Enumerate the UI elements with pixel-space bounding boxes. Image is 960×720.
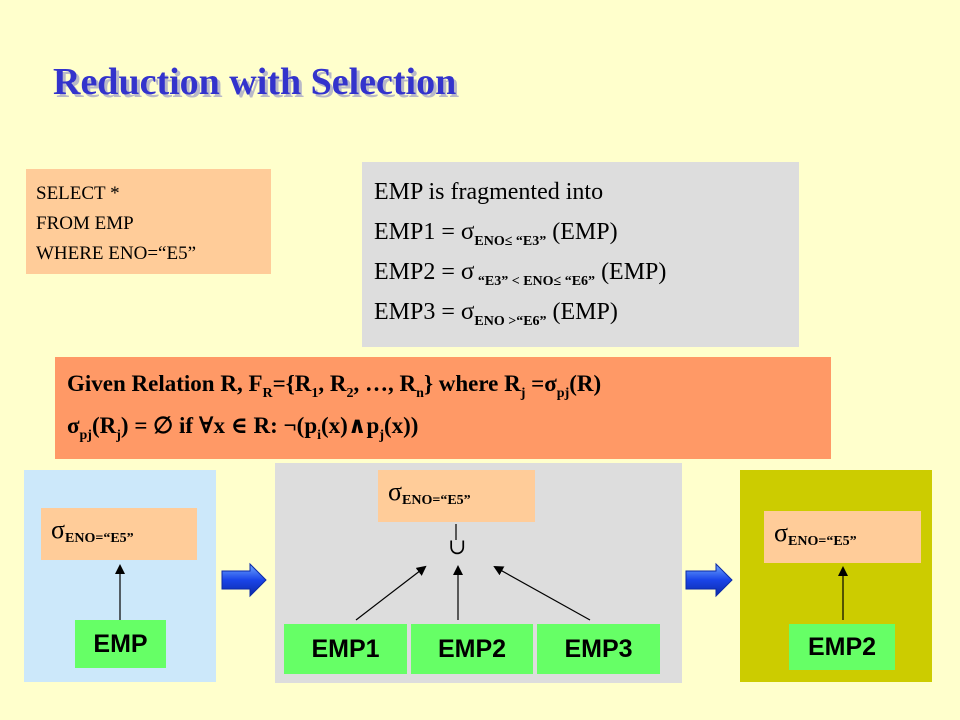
fragment-predicate: ENO≤ “E3” <box>474 234 547 249</box>
fragment-predicate: ENO >“E6” <box>474 314 547 329</box>
edge-arrow <box>355 565 427 621</box>
selection-predicate: ENO=“E5” <box>402 493 471 508</box>
sql-query-box: SELECT * FROM EMP WHERE ENO=“E5” <box>26 169 271 274</box>
given-line-1: Given Relation R, FR={R1, R2, …, Rn} whe… <box>67 363 831 405</box>
text: } where R <box>423 371 521 396</box>
relation-emp2-reduced: EMP2 <box>789 624 895 670</box>
text: = <box>525 371 545 396</box>
relation-emp3: EMP3 <box>537 624 660 674</box>
given-line-2: σpj(Rj) = ∅ if ∀x ∈ R: ¬(pi(x)∧pj(x)) <box>67 405 831 447</box>
sigma-symbol: σ <box>51 515 66 544</box>
sigma-symbol: σ <box>460 258 475 285</box>
subscript: n <box>416 386 424 401</box>
selection-node: σENO=“E5” <box>41 508 197 560</box>
text: ) = ∅ if ∀x ∈ R: ¬(p <box>120 413 318 438</box>
fragment-name: EMP2 = <box>374 259 461 285</box>
relation-emp: EMP <box>75 620 166 668</box>
sigma-symbol: σ <box>460 298 475 325</box>
sigma-symbol: σ <box>544 371 557 396</box>
fragmentation-box: EMP is fragmented into EMP1 = σENO≤ “E3”… <box>362 162 799 347</box>
sql-line-from: FROM EMP <box>36 213 134 234</box>
relation-emp2: EMP2 <box>411 624 533 674</box>
subscript: pj <box>79 428 92 443</box>
sigma-symbol: σ <box>460 218 475 245</box>
subscript: R <box>262 386 273 401</box>
subscript: i <box>317 428 322 443</box>
fragment-emp2: EMP2 = σ “E3” < ENO≤ “E6” (EMP) <box>374 252 799 292</box>
edge-arrow <box>493 566 591 621</box>
fragment-relation: (EMP) <box>546 299 618 325</box>
subscript: j <box>379 428 384 443</box>
subscript: j <box>116 428 121 443</box>
text: (x)) <box>383 413 419 438</box>
union-symbol: ∪ <box>448 534 467 559</box>
page-title: Reduction with Selection <box>53 61 457 103</box>
fragment-predicate: “E3” < ENO≤ “E6” <box>474 274 596 289</box>
subscript: 1 <box>311 386 319 401</box>
text: Given Relation R, F <box>67 371 263 396</box>
text: (x)∧p <box>321 413 380 438</box>
text: (R <box>91 413 117 438</box>
text: ={R <box>272 371 312 396</box>
fragment-emp3: EMP3 = σENO >“E6” (EMP) <box>374 292 799 332</box>
subscript: 2 <box>346 386 354 401</box>
fragment-relation: (EMP) <box>595 259 667 285</box>
fragment-name: EMP3 = <box>374 299 461 325</box>
relation-emp1: EMP1 <box>284 624 407 674</box>
sigma-symbol: σ <box>388 477 403 506</box>
given-relation-box: Given Relation R, FR={R1, R2, …, Rn} whe… <box>55 357 831 459</box>
text: , …, R <box>353 371 417 396</box>
text: , R <box>318 371 347 396</box>
selection-node: σENO=“E5” <box>378 470 535 522</box>
subscript: pj <box>556 386 570 401</box>
subscript: j <box>520 386 526 401</box>
sql-line-select: SELECT * <box>36 183 120 204</box>
sql-line-where: WHERE ENO=“E5” <box>36 243 197 264</box>
selection-predicate: ENO=“E5” <box>65 531 134 546</box>
selection-predicate: ENO=“E5” <box>788 534 857 549</box>
fragment-relation: (EMP) <box>546 219 618 245</box>
text: (R) <box>569 371 602 396</box>
transform-arrow-2 <box>685 562 733 598</box>
selection-node: σENO=“E5” <box>764 511 921 563</box>
fragmentation-intro: EMP is fragmented into <box>374 179 604 205</box>
sigma-symbol: σ <box>67 413 80 438</box>
fragment-emp1: EMP1 = σENO≤ “E3” (EMP) <box>374 212 799 252</box>
transform-arrow-1 <box>221 562 267 598</box>
fragment-name: EMP1 = <box>374 219 461 245</box>
sigma-symbol: σ <box>774 518 789 547</box>
